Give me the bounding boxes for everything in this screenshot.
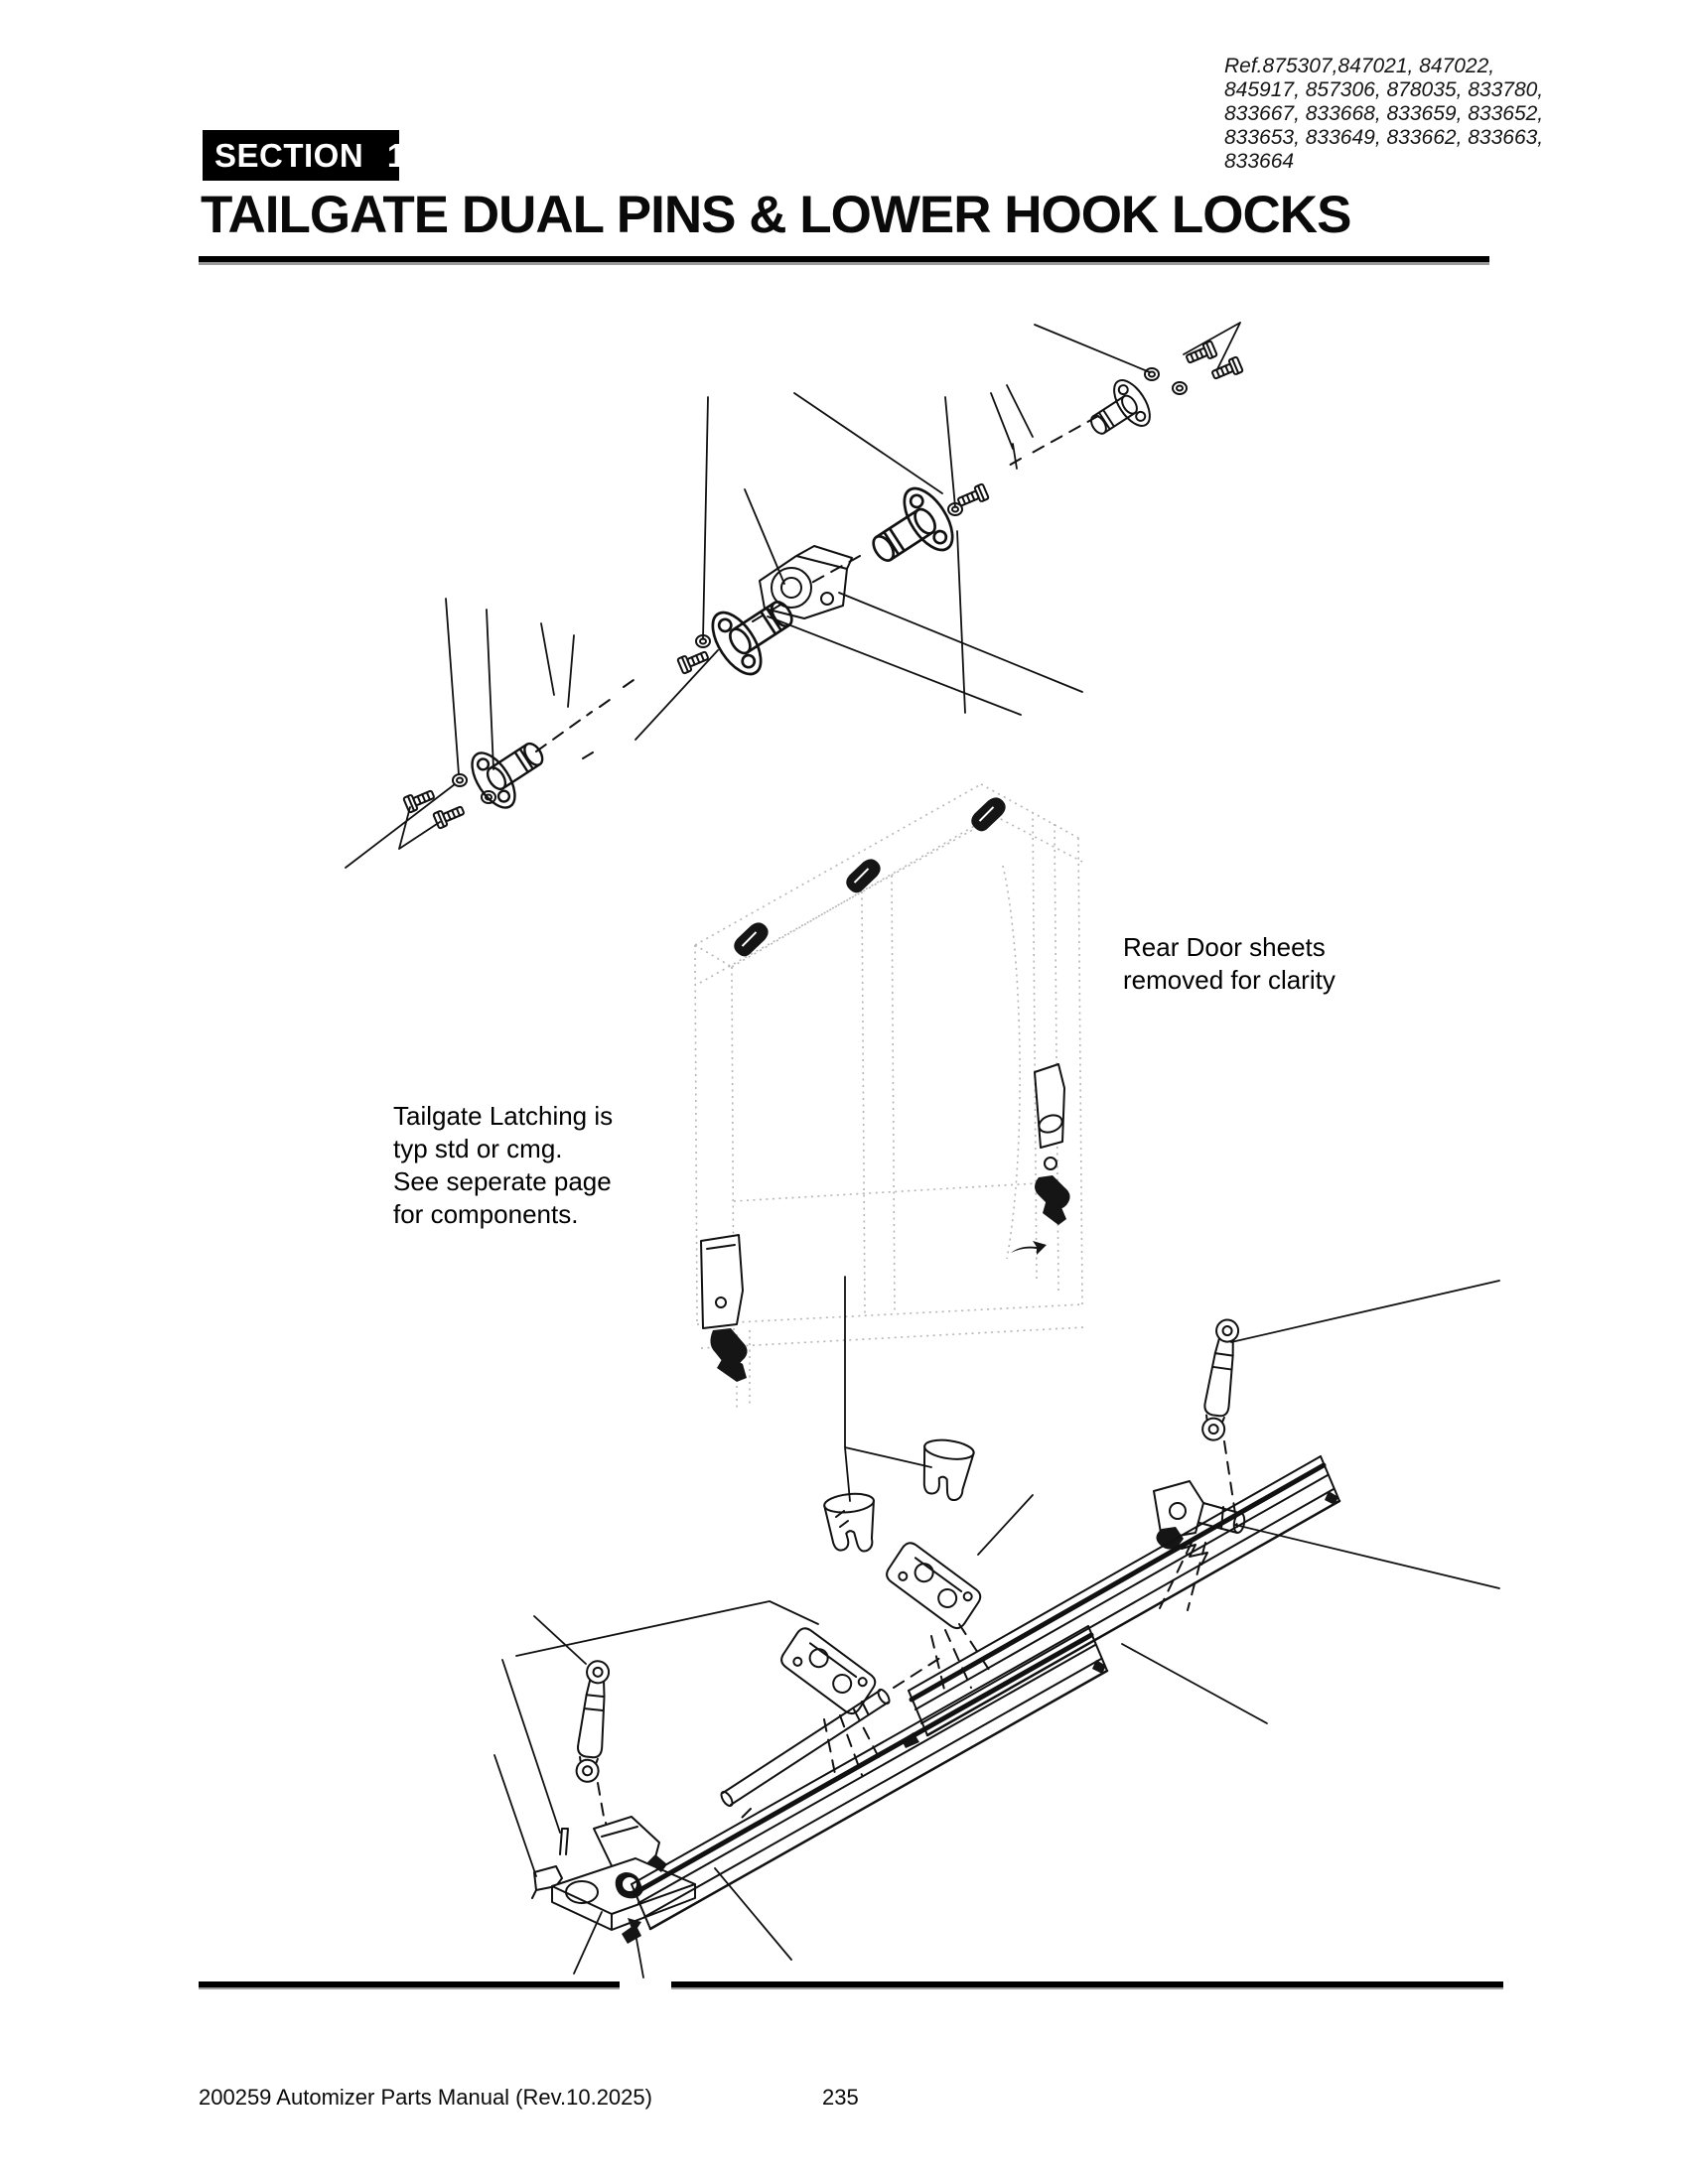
middle-hinge-assembly [634, 392, 1083, 741]
footer-manual-title: 200259 Automizer Parts Manual (Rev.10.20… [199, 2085, 652, 2110]
ref-line: Ref.875307,847021, 847022, [1224, 55, 1495, 77]
door-left-latch [700, 1234, 748, 1382]
bottom-rule-right [671, 1981, 1503, 1989]
note-rear-door: Rear Door sheets removed for clarity [1123, 931, 1336, 997]
title-rule [199, 256, 1489, 265]
top-right-pin-assembly [990, 322, 1244, 470]
footer-page-number: 235 [822, 2085, 859, 2110]
retainer-cap [916, 1435, 976, 1503]
turnbuckle-link [573, 1659, 613, 1784]
note-line: removed for clarity [1123, 965, 1336, 995]
note-line: typ std or cmg. [393, 1134, 563, 1163]
rear-door-wireframe [694, 783, 1085, 1410]
ref-line: 833653, 833649, 833662, 833663, [1224, 126, 1544, 149]
note-line: Tailgate Latching is [393, 1101, 614, 1131]
door-right-latch [1011, 1063, 1070, 1255]
note-line: Rear Door sheets [1123, 932, 1326, 962]
page-title: TAILGATE DUAL PINS & LOWER HOOK LOCKS [201, 186, 1351, 244]
connecting-rod [720, 1688, 891, 1808]
bottom-rule-left [199, 1981, 620, 1989]
note-tailgate-latching: Tailgate Latching is typ std or cmg. See… [393, 1100, 613, 1231]
note-line: for components. [393, 1199, 579, 1229]
retainer-cap [822, 1490, 881, 1557]
turnbuckle-link [1198, 1316, 1242, 1443]
left-pin-assembly [345, 598, 634, 869]
lower-hook-lock-assembly [493, 1276, 1500, 1979]
section-badge: SECTION 1 [203, 130, 405, 181]
ref-line: 833664 [1224, 150, 1295, 173]
ref-line: 833667, 833668, 833659, 833652, [1224, 102, 1544, 125]
note-line: See seperate page [393, 1166, 612, 1196]
reference-numbers: Ref.875307,847021, 847022, 845917, 85730… [1224, 55, 1552, 174]
mounting-plate [771, 1622, 886, 1719]
ref-line: 845917, 857306, 878035, 833780, [1224, 78, 1544, 101]
left-hook-latch [551, 1816, 696, 1931]
mounting-plate [876, 1537, 991, 1634]
